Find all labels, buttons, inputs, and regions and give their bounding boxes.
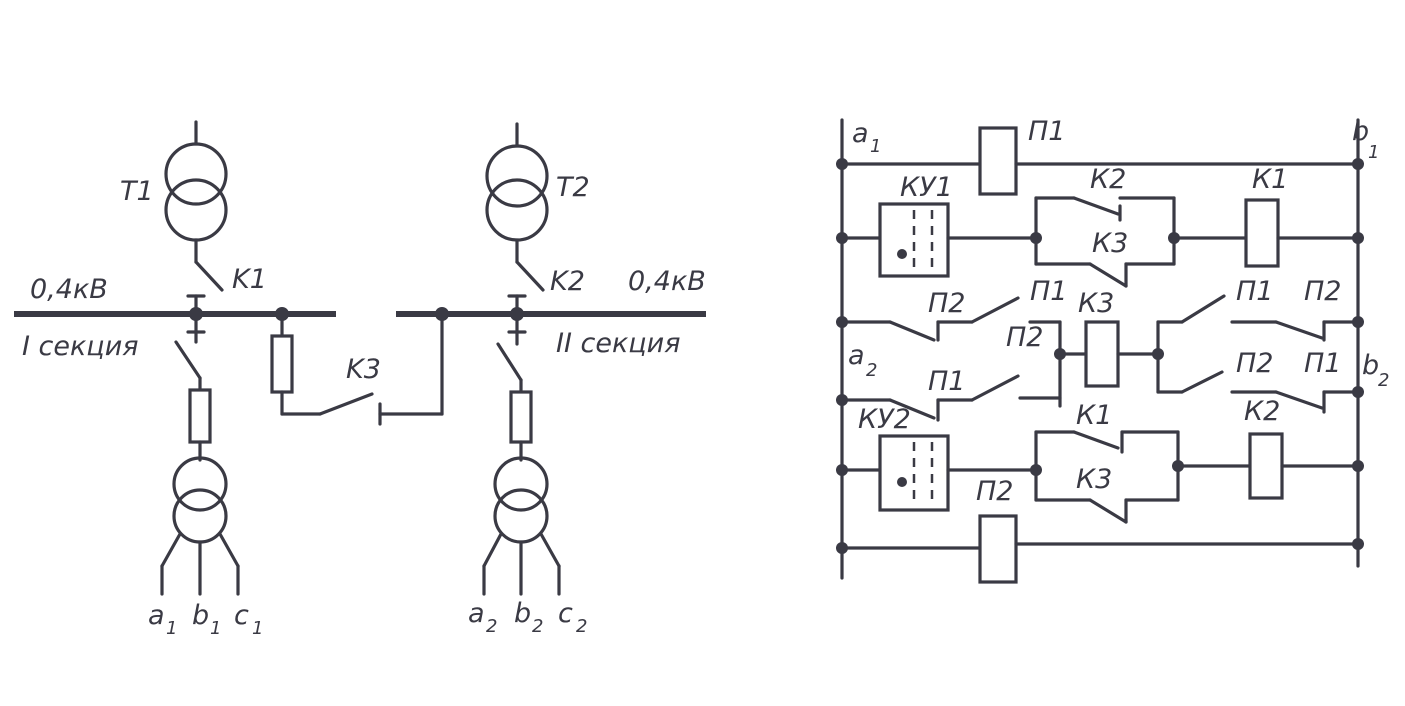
label-out2-a-sub: 2 xyxy=(486,616,497,637)
label-p2-contact-row3: П2 xyxy=(928,288,965,319)
label-out2-b-sub: 2 xyxy=(532,616,543,637)
label-k3-contact-row6: К3 xyxy=(1076,464,1112,495)
feeder-2 xyxy=(482,330,561,596)
label-out2-c-letter: c xyxy=(558,598,573,629)
transformer-t1 xyxy=(164,120,228,264)
label-k2-contact: К2 xyxy=(1090,164,1126,195)
label-a2-letter: a xyxy=(848,340,865,371)
row-4-contacts xyxy=(836,370,1364,422)
section-breaker-k3 xyxy=(270,307,449,426)
label-k2-coil: К2 xyxy=(1244,396,1280,427)
label-b2-sub: 2 xyxy=(1378,370,1389,391)
label-section-2: II секция xyxy=(556,328,680,359)
label-out1-c-sub: 1 xyxy=(252,618,263,639)
label-p1-contact-row3-right: П1 xyxy=(1236,276,1273,307)
breaker-k1 xyxy=(186,260,224,334)
label-p2-contact-mid: П2 xyxy=(1006,322,1043,353)
breaker-k2 xyxy=(507,260,545,334)
feeder-1 xyxy=(160,330,240,596)
label-out1-a-sub: 1 xyxy=(166,618,177,639)
label-k1: K1 xyxy=(232,264,267,295)
label-b1-sub: 1 xyxy=(1368,142,1379,163)
label-out2-a-letter: a xyxy=(468,598,485,629)
label-out1-b-letter: b xyxy=(192,600,209,631)
label-k3-coil: К3 xyxy=(1078,288,1114,319)
label-out1-a-letter: a xyxy=(148,600,165,631)
label-p1-contact-row4-right: П1 xyxy=(1304,348,1341,379)
label-a1-sub: 1 xyxy=(870,136,881,157)
row-2-k1-circuit xyxy=(836,196,1364,288)
label-p1-contact-row4: П1 xyxy=(928,366,965,397)
label-p2-contact-row3-right: П2 xyxy=(1304,276,1341,307)
label-k1-coil: К1 xyxy=(1252,164,1288,195)
node-k1-bus xyxy=(189,307,203,321)
row-1-p1-coil xyxy=(836,126,1364,196)
label-section-1: I секция xyxy=(22,331,138,362)
label-voltage-left: 0,4кВ xyxy=(30,274,108,305)
label-k1-contact: К1 xyxy=(1076,400,1112,431)
label-p1-coil: П1 xyxy=(1028,116,1065,147)
label-ku1: КУ1 xyxy=(900,172,953,203)
row-5-k2-circuit xyxy=(836,430,1364,524)
row-6-p2-coil xyxy=(836,514,1364,584)
transformer-t2 xyxy=(485,122,549,264)
label-k3-contact-row2: К3 xyxy=(1092,228,1128,259)
label-b2-letter: b xyxy=(1362,350,1379,381)
left-scheme: T1 K1 0,4кВ I секция a 1 b xyxy=(14,120,706,639)
label-t1: T1 xyxy=(120,176,154,207)
label-p2-coil: П2 xyxy=(976,476,1013,507)
label-k3-left: K3 xyxy=(346,354,381,385)
label-t2: T2 xyxy=(556,172,590,203)
label-out2-b-letter: b xyxy=(514,598,531,629)
label-out1-c-letter: c xyxy=(234,600,249,631)
right-scheme: a 1 b 1 a 2 b 2 П1 xyxy=(836,116,1389,584)
label-voltage-right: 0,4кВ xyxy=(628,266,706,297)
label-ku2: КУ2 xyxy=(858,404,911,435)
label-p2-contact-row4: П2 xyxy=(1236,348,1273,379)
row-3-k3-circuit xyxy=(836,294,1364,408)
label-b1-letter: b xyxy=(1352,116,1369,147)
label-a1-letter: a xyxy=(852,118,869,149)
label-out1-b-sub: 1 xyxy=(210,618,221,639)
label-out2-c-sub: 2 xyxy=(576,616,587,637)
label-k2: K2 xyxy=(550,266,585,297)
label-p1-contact-row3: П1 xyxy=(1030,276,1067,307)
label-a2-sub: 2 xyxy=(866,360,877,381)
node-k2-bus xyxy=(510,307,524,321)
